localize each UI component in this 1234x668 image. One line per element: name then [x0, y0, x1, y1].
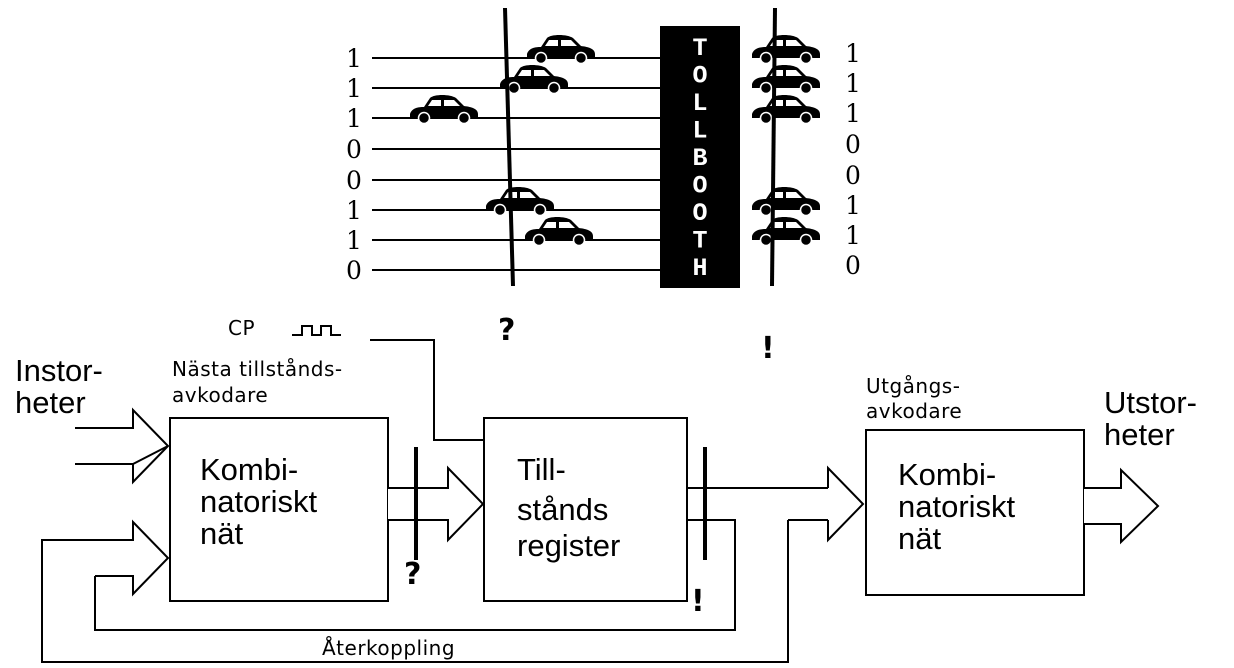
feedback-label: Återkoppling: [322, 636, 455, 660]
output-decoder-label-line2: avkodare: [866, 399, 962, 423]
output-bit: 1: [845, 191, 861, 220]
tollbooth-analogy: 1 1 1 0 0 1 1 0 1 1 1 0 0 1 1 0 TOLLBOOT…: [346, 8, 861, 366]
output-bits: 1 1 1 0 0 1 1 0: [845, 39, 861, 280]
car-icon: [486, 187, 554, 216]
tollbooth-letter: H: [692, 254, 707, 283]
car-icon: [500, 65, 568, 94]
state-register-line2: stånds: [517, 492, 608, 527]
comb-block-1-line2: natoriskt: [200, 484, 318, 519]
comb-block-2-line2: natoriskt: [898, 489, 1016, 524]
comb-block-2-line3: nät: [898, 521, 941, 556]
output-bit: 0: [845, 251, 861, 280]
exclamation-mark: !: [761, 331, 775, 366]
car-icon: [527, 35, 595, 64]
inputs-label-line1: Instor-: [15, 353, 103, 388]
tollbooth-letter: B: [692, 144, 707, 173]
input-bus-arrow: [75, 410, 168, 482]
clock-signal-icon: [292, 326, 341, 335]
input-bit: 0: [346, 135, 362, 164]
tollbooth-letter: L: [692, 117, 707, 146]
tollbooth-letter: T: [692, 34, 707, 63]
car-icon: [752, 35, 820, 64]
input-bit: 0: [346, 256, 362, 285]
state-register-line3: register: [517, 528, 620, 563]
tollbooth-letter: L: [692, 89, 707, 118]
before-booth-line: [505, 8, 513, 286]
input-bits: 1 1 1 0 0 1 1 0: [346, 44, 362, 285]
comb-block-2-line1: Kombi-: [898, 457, 996, 492]
question-mark: ?: [498, 313, 515, 348]
tollbooth-letter: O: [692, 199, 707, 228]
car-icon: [752, 187, 820, 216]
question-mark: ?: [404, 557, 421, 592]
input-bit: 0: [346, 166, 362, 195]
car-icon: [752, 65, 820, 94]
car-icon: [410, 95, 478, 124]
input-bit: 1: [346, 74, 362, 103]
output-bit: 0: [845, 130, 861, 159]
next-state-label-line1: Nästa tillstånds-: [172, 357, 343, 381]
output-bit: 1: [845, 99, 861, 128]
inputs-label-line2: heter: [15, 385, 86, 420]
sequential-circuit: Instor- heter CP Nästa tillstånds- avkod…: [15, 316, 1197, 662]
car-icon: [752, 217, 820, 246]
cars-after-booth: [752, 35, 820, 246]
output-bus-arrow: [1084, 470, 1158, 542]
input-bit: 1: [346, 196, 362, 225]
tollbooth-letter: O: [692, 62, 707, 91]
car-icon: [525, 217, 593, 246]
cars-before-booth: [410, 35, 595, 246]
input-bit: 1: [346, 44, 362, 73]
comb-block-1-line1: Kombi-: [200, 452, 298, 487]
tollbooth-letter: T: [692, 227, 707, 256]
output-bit: 0: [845, 161, 861, 190]
exclamation-mark: !: [691, 584, 705, 619]
comb-block-1-line3: nät: [200, 516, 243, 551]
output-bit: 1: [845, 69, 861, 98]
clock-label: CP: [228, 316, 255, 340]
next-state-bus-arrow: [388, 468, 483, 540]
next-state-label-line2: avkodare: [172, 383, 268, 407]
car-icon: [752, 95, 820, 124]
state-to-output-arrow: [828, 468, 863, 540]
input-bit: 1: [346, 104, 362, 133]
output-decoder-label-line1: Utgångs-: [866, 374, 960, 398]
tollbooth-letter: O: [692, 172, 707, 201]
state-register-line1: Till-: [517, 452, 566, 487]
input-bit: 1: [346, 226, 362, 255]
output-bit: 1: [845, 39, 861, 68]
outputs-label-line2: heter: [1104, 417, 1175, 452]
feedback-input-arrow: [95, 522, 168, 594]
outputs-label-line1: Utstor-: [1104, 385, 1197, 420]
output-bit: 1: [845, 221, 861, 250]
